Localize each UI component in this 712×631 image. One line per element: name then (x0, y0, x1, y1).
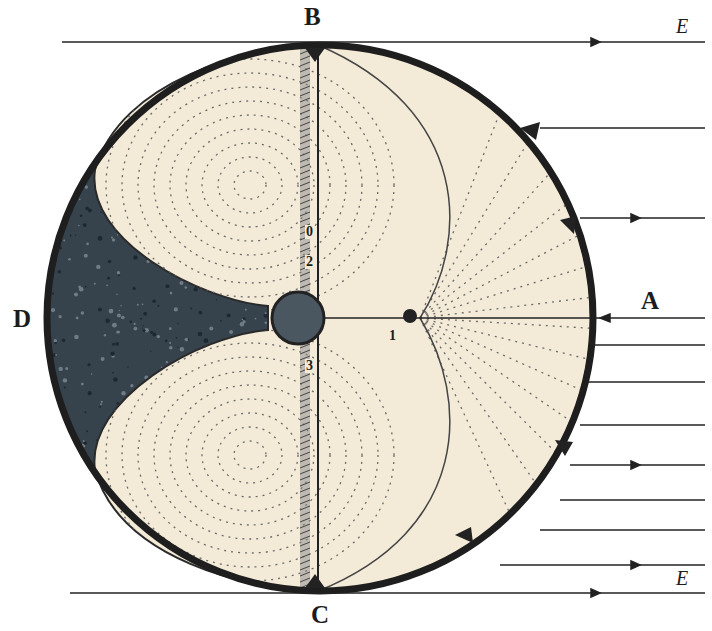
point-letter: C (311, 602, 329, 627)
callout-number: 3 (305, 359, 314, 373)
point-letter: E (676, 16, 688, 36)
callout-number: 2 (305, 255, 314, 269)
point-letter: B (304, 4, 321, 29)
callout-number: 1 (388, 329, 397, 343)
point-letter: E (676, 568, 688, 588)
point-letter: A (641, 288, 659, 313)
light-rays (62, 38, 705, 597)
point-letter: D (13, 306, 31, 331)
callout-number: 0 (305, 225, 314, 239)
globe-outline (47, 45, 593, 591)
core-circle (272, 292, 324, 344)
